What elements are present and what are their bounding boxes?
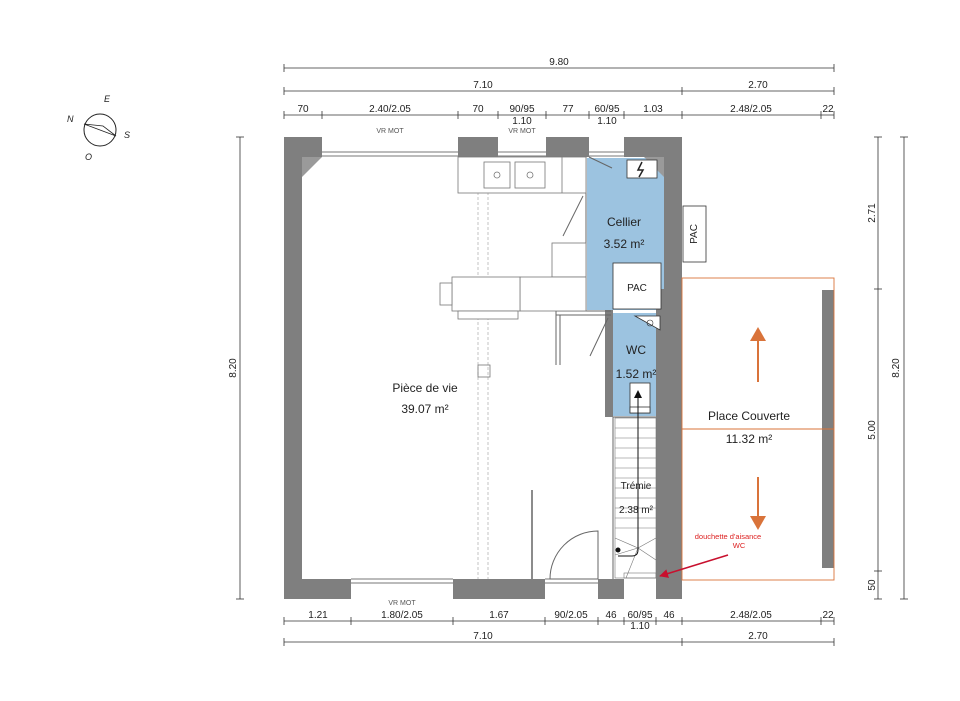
dim-left-total-bottom: 7.10	[473, 631, 493, 642]
dim-top-seg-1: 70	[297, 104, 309, 115]
pac-outdoor-unit	[682, 205, 707, 263]
pac-indoor-label: PAC	[627, 283, 647, 294]
walls	[284, 137, 834, 599]
dim-bottom-seg-5: 46	[605, 610, 617, 621]
openings	[322, 151, 624, 584]
corner-sink-icon	[633, 315, 661, 331]
annotation-line-1: douchette d'aisance	[695, 532, 761, 541]
compass-e: E	[104, 94, 111, 104]
room-tremie-name: Trémie	[621, 481, 652, 492]
room-tremie-area: 2.38 m²	[619, 505, 654, 516]
dim-top-seg-8: 2.48/2.05	[730, 104, 772, 115]
room-wc-name: WC	[626, 343, 646, 357]
dim-right-mid-height: 5.00	[867, 420, 878, 440]
compass: N E S O	[67, 94, 130, 162]
window-label-bottom: VR MOT	[388, 600, 416, 607]
lightning-icon	[636, 161, 645, 178]
dim-top-seg-7: 1.03	[643, 104, 663, 115]
window-label-top-2: VR MOT	[508, 128, 536, 135]
stair-direction-line	[618, 392, 639, 557]
dim-bottom-seg-3: 1.67	[489, 610, 509, 621]
pac-indoor-unit	[612, 262, 662, 310]
electrical-panel	[626, 159, 658, 179]
dim-bottom-seg-1: 1.21	[308, 610, 328, 621]
compass-s: S	[124, 130, 130, 140]
dim-bottom-seg-9: 22	[822, 610, 834, 621]
room-cellier-area: 3.52 m²	[604, 237, 645, 251]
room-place-area: 11.32 m²	[726, 432, 772, 446]
doors	[549, 156, 613, 580]
dim-top-sub-a: 1.10	[512, 116, 532, 127]
stair-arrow-icon	[634, 390, 642, 398]
annotation-line-2: WC	[733, 541, 746, 550]
top-dimensions	[283, 64, 835, 119]
staircase	[614, 417, 657, 579]
compass-n: N	[67, 114, 74, 124]
dim-right-total-bottom: 2.70	[748, 631, 768, 642]
wall-corner	[302, 157, 322, 177]
column	[477, 364, 491, 378]
dim-bottom-seg-4: 90/2.05	[554, 610, 588, 621]
dim-left-height: 8.20	[228, 358, 239, 378]
dim-top-seg-4: 90/95	[509, 104, 534, 115]
pac-outdoor-label: PAC	[689, 224, 700, 244]
up-arrow-icon	[750, 327, 766, 382]
dim-overall-top: 9.80	[549, 57, 569, 68]
dim-top-seg-3: 70	[472, 104, 484, 115]
annotation-arrow	[659, 554, 729, 578]
bottom-dimensions	[283, 617, 835, 646]
window-label-top-1: VR MOT	[376, 128, 404, 135]
dim-bottom-seg-8: 2.48/2.05	[730, 610, 772, 621]
room-wc-area: 1.52 m²	[616, 367, 657, 381]
dim-top-seg-2: 2.40/2.05	[369, 104, 411, 115]
dim-left-total-top: 7.10	[473, 80, 493, 91]
room-living-name: Pièce de vie	[392, 381, 458, 395]
down-arrow-icon	[750, 477, 766, 530]
dim-bottom-seg-2: 1.80/2.05	[381, 610, 423, 621]
stair-start-dot	[615, 547, 621, 553]
dim-right-total-top: 2.70	[748, 80, 768, 91]
dim-top-seg-6: 60/95	[594, 104, 619, 115]
dim-bottom-seg-6: 60/95	[627, 610, 652, 621]
dashed-guides	[477, 157, 489, 579]
dim-top-seg-5: 77	[562, 104, 574, 115]
dim-right-total-height: 8.20	[891, 358, 902, 378]
dim-right-top-height: 2.71	[867, 203, 878, 223]
side-dimensions	[236, 136, 908, 600]
covered-area	[681, 277, 835, 581]
room-living-area: 39.07 m²	[401, 402, 448, 416]
dim-top-sub-b: 1.10	[597, 116, 617, 127]
dim-bottom-sub: 1.10	[630, 621, 650, 632]
room-place-name: Place Couverte	[708, 409, 790, 423]
dim-right-bottom-height: 50	[867, 579, 878, 591]
kitchen	[439, 156, 587, 320]
compass-o: O	[85, 152, 92, 162]
dim-bottom-seg-7: 46	[663, 610, 675, 621]
dim-top-seg-9: 22	[822, 104, 834, 115]
compass-ring	[83, 113, 117, 147]
room-cellier-name: Cellier	[607, 215, 641, 229]
